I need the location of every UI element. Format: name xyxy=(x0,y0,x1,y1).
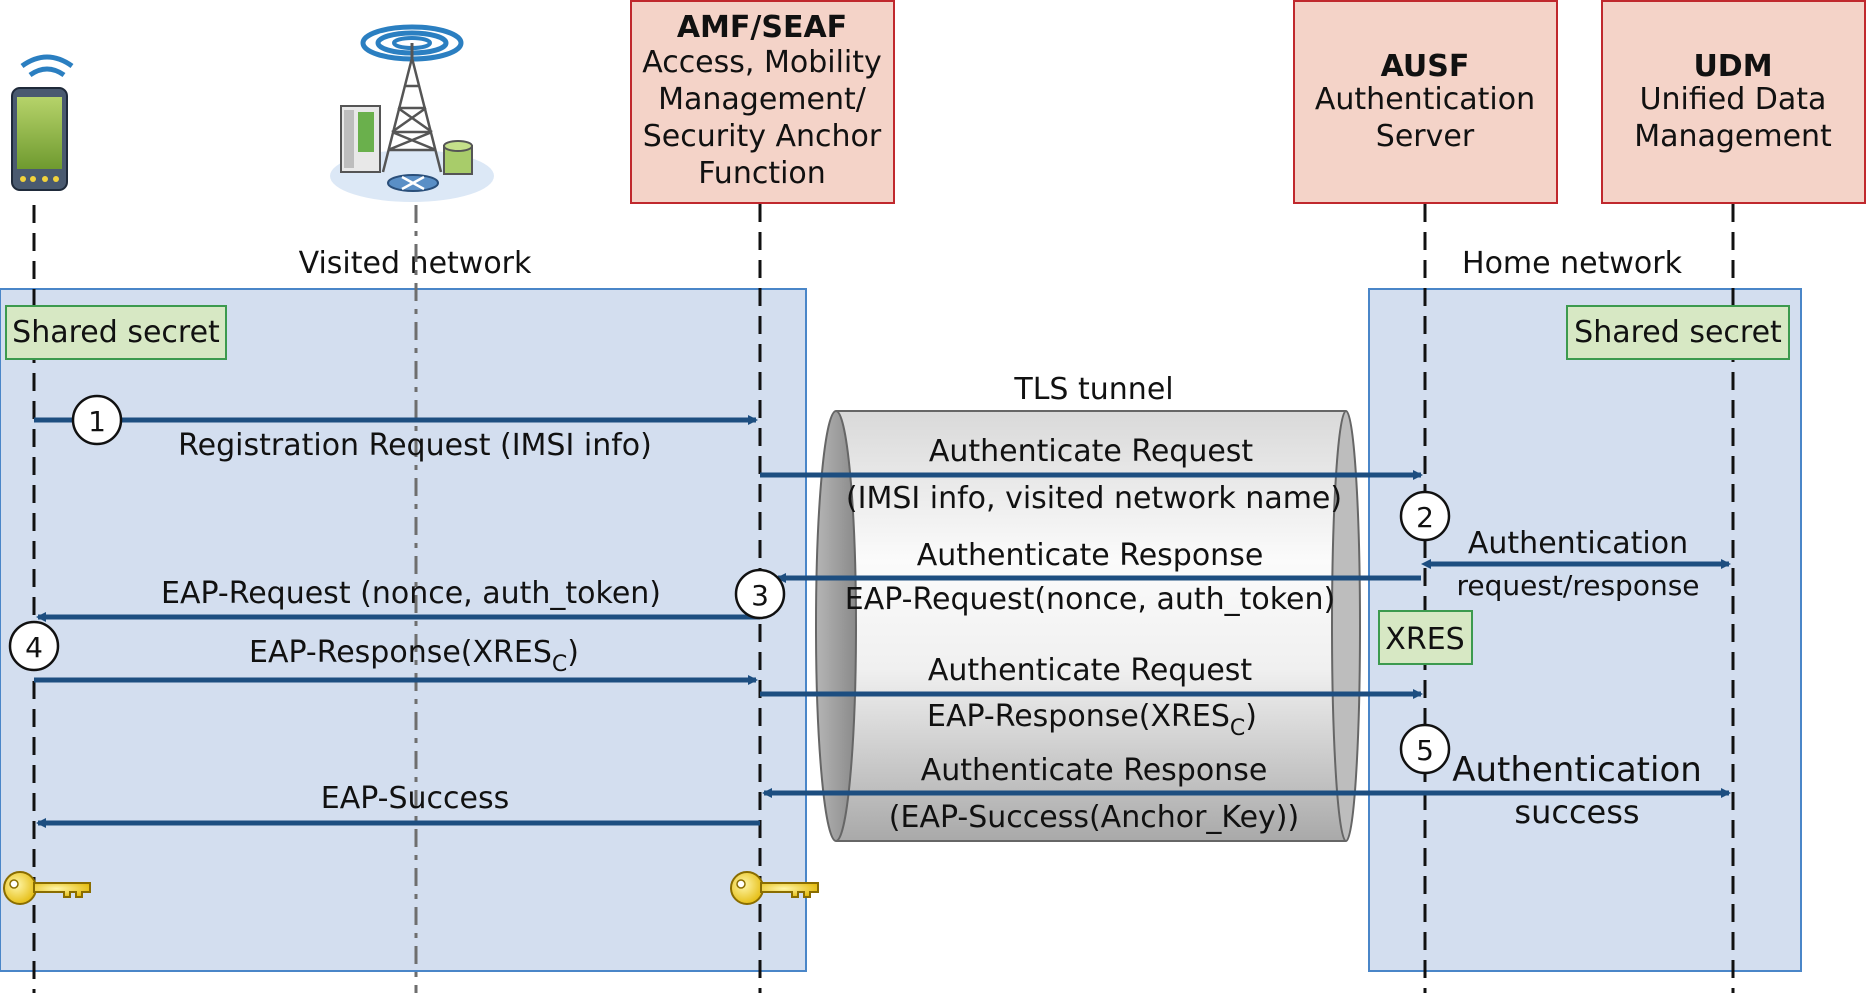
ausf-line-2: Server xyxy=(1376,119,1475,154)
step-5-marker: 5 xyxy=(1399,723,1451,775)
amf-entity-box xyxy=(630,0,895,204)
msg-authenticate-response-1b: EAP-Request(nonce, auth_token) xyxy=(845,582,1335,617)
cell-tower-icon xyxy=(330,24,494,202)
step-4-marker: 4 xyxy=(8,620,60,672)
svg-text:4: 4 xyxy=(25,631,43,664)
msg-registration-request: Registration Request (IMSI info) xyxy=(178,428,652,463)
step-2-marker: 2 xyxy=(1399,490,1451,542)
msg-authenticate-response-1a: Authenticate Response xyxy=(917,538,1264,573)
msg-authenticate-response-2b: (EAP-Success(Anchor_Key)) xyxy=(889,800,1299,835)
shared-secret-ue-box xyxy=(5,305,227,360)
ausf-title: AUSF xyxy=(1381,49,1470,84)
shared-secret-udm-box xyxy=(1566,305,1790,360)
mobile-phone-icon xyxy=(11,54,74,191)
svg-text:3: 3 xyxy=(751,579,769,612)
step-3-marker: 3 xyxy=(734,568,786,620)
shared-secret-ue-label: Shared secret xyxy=(12,315,220,350)
ue-key-icon xyxy=(3,871,91,905)
svg-text:1: 1 xyxy=(88,405,106,438)
amf-line-3: Security Anchor xyxy=(643,119,882,154)
shared-secret-udm-label: Shared secret xyxy=(1574,315,1782,350)
tls-tunnel xyxy=(815,410,1361,842)
udm-line-1: Unified Data xyxy=(1640,82,1827,117)
msg-authentication-success-a: Authentication xyxy=(1452,750,1702,790)
ausf-line-1: Authentication xyxy=(1315,82,1535,117)
step-1-marker: 1 xyxy=(71,394,123,446)
udm-title: UDM xyxy=(1693,49,1772,84)
tls-tunnel-label: TLS tunnel xyxy=(1013,372,1173,407)
xres-label: XRES xyxy=(1385,622,1464,657)
xres-box xyxy=(1378,610,1473,665)
msg-authenticate-request-1b: (IMSI info, visited network name) xyxy=(846,481,1342,516)
amf-line-4: Function xyxy=(698,156,826,191)
amf-key-icon xyxy=(730,871,819,905)
udm-entity-box xyxy=(1601,0,1866,204)
msg-eap-response: EAP-Response(XRESC) xyxy=(249,635,579,677)
msg-auth-request-response-b: request/response xyxy=(1456,569,1699,602)
amf-title: AMF/SEAF xyxy=(677,10,847,45)
msg-authenticate-request-2b: EAP-Response(XRESC) xyxy=(927,699,1257,741)
home-network-label: Home network xyxy=(1462,246,1683,281)
msg-authenticate-request-1a: Authenticate Request xyxy=(929,434,1254,469)
visited-network-region xyxy=(0,288,807,972)
amf-line-1: Access, Mobility xyxy=(642,45,882,80)
svg-text:5: 5 xyxy=(1416,734,1434,767)
msg-auth-request-response-a: Authentication xyxy=(1468,526,1688,561)
msg-authenticate-request-2a: Authenticate Request xyxy=(928,653,1253,688)
amf-line-2: Management/ xyxy=(658,82,867,117)
msg-authenticate-response-2a: Authenticate Response xyxy=(921,753,1268,788)
svg-text:2: 2 xyxy=(1416,501,1434,534)
ausf-entity-box xyxy=(1293,0,1558,204)
msg-authentication-success-b: success xyxy=(1514,793,1639,831)
msg-eap-success: EAP-Success xyxy=(321,781,510,816)
udm-line-2: Management xyxy=(1634,119,1832,154)
msg-eap-request: EAP-Request (nonce, auth_token) xyxy=(161,576,661,611)
